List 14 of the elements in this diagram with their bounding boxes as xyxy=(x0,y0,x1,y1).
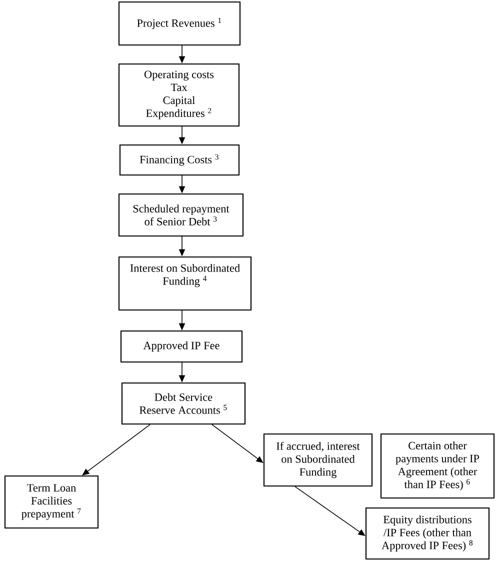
process-box: Certain other payments under IP Agreement (other than IP Fees) $^{6}$ xyxy=(380,433,495,499)
process-box: Financing Costs $^{3}$ xyxy=(119,144,240,176)
process-box: Term Loan Facilities prepayment $^{7}$ xyxy=(4,475,99,529)
process-box: Approved IP Fee xyxy=(120,330,243,363)
process-box: Equity distributions /IP Fees (other than Approved IP Fees) $^{8}$ xyxy=(365,507,490,560)
process-box: Debt Service Reserve Accounts $^{5}$ xyxy=(121,382,246,425)
process-box: If accrued, interest on Subordinated Funding xyxy=(263,433,373,487)
arrow xyxy=(82,424,150,476)
process-box: Project Revenues $^{1}$ xyxy=(118,1,241,46)
process-box: Scheduled repayment of Senior Debt $^{3}$ xyxy=(118,193,244,237)
arrow xyxy=(212,424,264,463)
arrow xyxy=(294,486,366,536)
process-box: Operating costs Tax Capital Expenditures $^{2}$ xyxy=(118,63,240,127)
process-box: Interest on Subordinated Funding $^{4}$ xyxy=(118,256,252,311)
